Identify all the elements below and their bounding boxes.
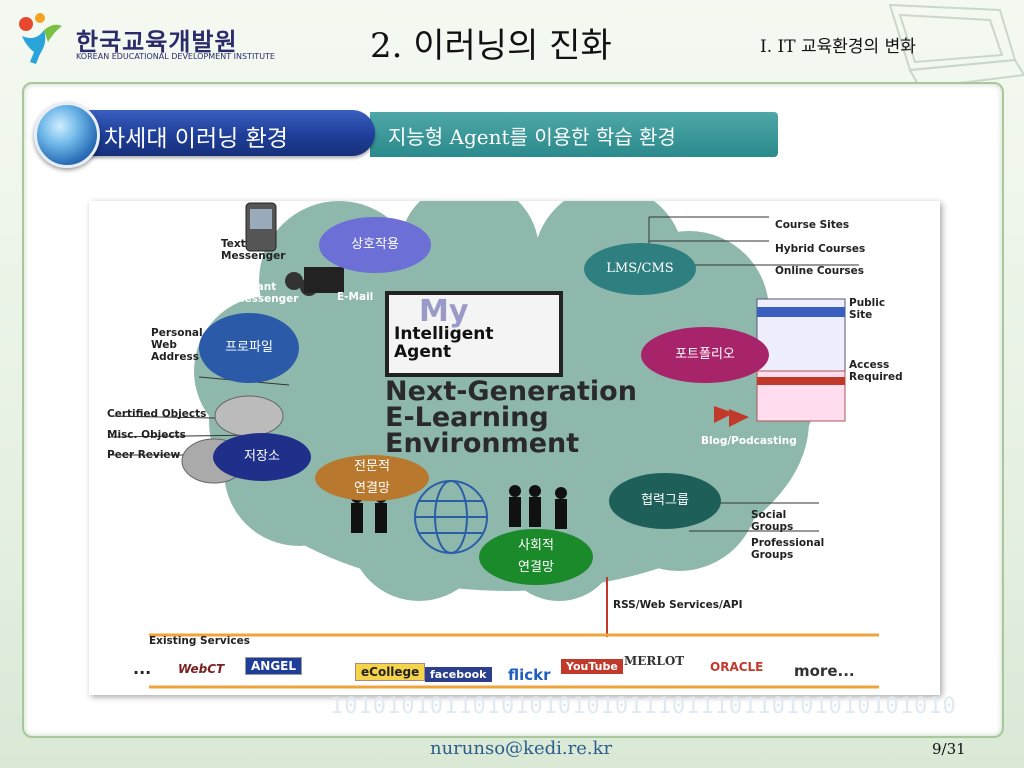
- label-professional-groups: Professional Groups: [751, 537, 825, 561]
- services-ellipsis: ...: [133, 659, 152, 678]
- label-access-required: Access Required: [849, 359, 903, 383]
- banner-right: [370, 112, 778, 157]
- label-public-site: Public Site: [849, 297, 886, 321]
- service-ecollege: eCollege: [355, 663, 426, 681]
- kedi-logo: 한국교육개발원 KOREAN EDUCATIONAL DEVELOPMENT I…: [14, 12, 275, 70]
- page-number: 9/31: [932, 740, 966, 758]
- node-collab-group: 협력그룹: [609, 473, 721, 529]
- binary-decoration: 1010101011010101010101110111011010101010…: [330, 694, 957, 719]
- service-webct: WebCT: [178, 662, 225, 676]
- label-instant-messenger: Instant Messenger: [234, 281, 299, 305]
- service-merlot: MERLOT: [624, 654, 685, 668]
- page-title: 2. 이러닝의 진화: [370, 26, 612, 66]
- label-social-groups: Social Groups: [751, 509, 794, 533]
- label-email: E-Mail: [337, 291, 374, 303]
- agent-text: Intelligent Agent: [394, 324, 494, 362]
- node-storage: 저장소: [213, 433, 311, 481]
- label-peer-review: Peer Review: [107, 449, 181, 461]
- node-expert-network: 전문적 연결망: [315, 455, 429, 501]
- banner-right-label: 지능형 Agent를 이용한 학습 환경: [388, 125, 676, 149]
- label-certified: Certified Objects: [107, 408, 207, 420]
- label-text-messenger: Text Messenger: [221, 238, 286, 262]
- node-profile: 프로파일: [199, 313, 299, 383]
- messenger-icon: [285, 267, 344, 296]
- headline-3: Environment: [385, 428, 580, 459]
- intelligent-agent-box: [385, 291, 563, 377]
- label-rss: RSS/Web Services/API: [613, 599, 743, 611]
- elearning-diagram: My Intelligent Agent Next-Generation E-L…: [89, 201, 940, 695]
- label-existing-services: Existing Services: [149, 635, 250, 647]
- kedi-logo-mark-icon: [19, 13, 62, 64]
- banner-left-label: 차세대 이러닝 환경: [104, 126, 288, 152]
- logo-name: 한국교육개발원: [76, 28, 238, 56]
- logo-subtitle: KOREAN EDUCATIONAL DEVELOPMENT INSTITUTE: [76, 52, 275, 61]
- headline-1: Next-Generation: [385, 376, 637, 407]
- footer-email[interactable]: nurunso@kedi.re.kr: [430, 738, 613, 759]
- label-personal-web: Personal Web Address: [151, 327, 203, 363]
- service-more: more...: [794, 662, 855, 680]
- orb-icon: [34, 102, 100, 168]
- blog-icon: [714, 406, 749, 427]
- label-misc: Misc. Objects: [107, 429, 186, 441]
- label-blog: Blog/Podcasting: [701, 435, 797, 447]
- service-youtube: YouTube: [561, 659, 623, 674]
- node-lms: LMS/CMS: [584, 243, 696, 295]
- service-flickr: flickr: [508, 666, 551, 684]
- headline-2: E-Learning: [385, 402, 549, 433]
- globe-icon: [414, 480, 488, 554]
- phone-icon: [245, 202, 277, 252]
- service-oracle: ORACLE: [710, 660, 764, 674]
- label-online-courses: Online Courses: [775, 265, 865, 277]
- website-thumbnails-icon: [756, 298, 846, 422]
- node-interaction: 상호작용: [319, 217, 431, 273]
- node-social-network: 사회적 연결망: [479, 529, 593, 585]
- node-portfolio: 포트폴리오: [641, 327, 769, 383]
- agent-my-label: My: [419, 294, 469, 329]
- section-title: I. IT 교육환경의 변화: [760, 37, 916, 57]
- label-hybrid-courses: Hybrid Courses: [775, 243, 866, 255]
- label-course-sites: Course Sites: [775, 219, 850, 231]
- service-facebook: facebook: [425, 667, 492, 682]
- service-angel: ANGEL: [245, 657, 303, 675]
